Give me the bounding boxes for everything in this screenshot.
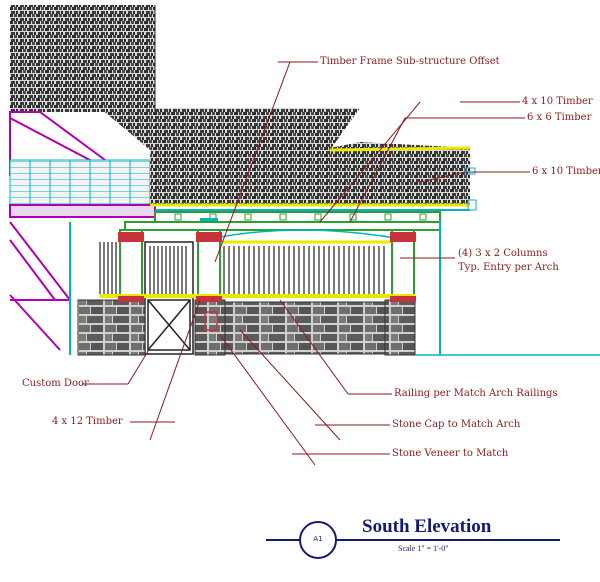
- label-stone-cap: Stone Cap to Match Arch: [392, 419, 521, 430]
- label-timber-frame: Timber Frame Sub-structure Offset: [320, 56, 500, 67]
- left-rail-panel: [99, 242, 117, 294]
- label-stone-veneer: Stone Veneer to Match: [392, 448, 509, 459]
- label-columns: (4) 3 x 2 Columns: [458, 248, 548, 259]
- detail-badge: A1: [313, 535, 323, 543]
- label-timber-4x10: 4 x 10 Timber: [522, 96, 593, 107]
- drawing-scale: Scale 1" = 1'-0": [398, 544, 449, 553]
- main-roof: [10, 5, 360, 150]
- label-columns-note: Typ. Entry per Arch: [458, 262, 559, 273]
- label-timber-6x10: 6 x 10 Timber: [532, 166, 600, 177]
- leader-lines: [82, 61, 530, 466]
- stone-base: [77, 296, 416, 356]
- entry-roof: [150, 142, 477, 211]
- label-timber-6x6: 6 x 6 Timber: [527, 112, 592, 123]
- label-custom-door: Custom Door: [22, 378, 89, 389]
- label-timber-4x12: 4 x 12 Timber: [52, 416, 123, 427]
- railing: [223, 246, 385, 294]
- title-block: [266, 521, 560, 559]
- label-railing: Railing per Match Arch Railings: [394, 388, 558, 399]
- right-wall: [415, 220, 600, 356]
- posts: [118, 229, 416, 301]
- drawing-title: South Elevation: [362, 516, 492, 537]
